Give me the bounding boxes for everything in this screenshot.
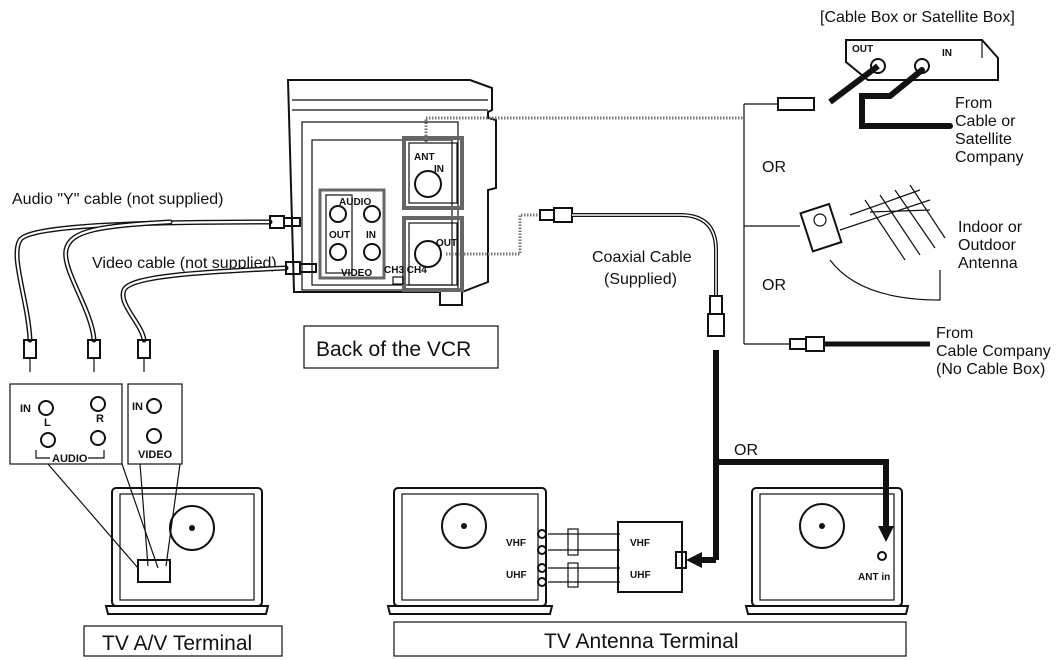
from-cable-sat-line3: Satellite: [955, 131, 1012, 148]
tv-uhf-label: UHF: [506, 570, 527, 581]
splitter-vhf-label: VHF: [630, 538, 650, 549]
cable-company-plug: [789, 336, 930, 352]
from-cable-sat-line4: Company: [955, 149, 1023, 166]
box-out-plug: [777, 97, 815, 111]
tv-antenna-terminal-label: TV Antenna Terminal: [544, 630, 739, 653]
video-cable: [120, 261, 317, 372]
av-l-label: L: [44, 417, 51, 429]
av-video-label: VIDEO: [138, 449, 173, 461]
box-in-label: IN: [942, 48, 952, 59]
splitter-uhf-label: UHF: [630, 570, 651, 581]
vcr-audio-in-jack: [363, 205, 381, 223]
audio-y-cable-label: Audio "Y" cable (not supplied): [12, 191, 223, 208]
or-label-2: OR: [762, 277, 786, 294]
tv-ant-in: ANT in: [744, 487, 910, 615]
ant-out-line: [446, 213, 540, 256]
audio-y-cable: [14, 215, 301, 372]
vcr-out-label: OUT: [329, 230, 350, 241]
av-video-in-label: IN: [132, 401, 143, 413]
vcr-video-in-jack: [363, 243, 381, 261]
or-label-3: OR: [734, 442, 758, 459]
vcr-video-label: VIDEO: [341, 268, 372, 279]
or-label-1: OR: [762, 159, 786, 176]
box-out-jack: [870, 58, 886, 74]
vcr-ant-in-jack: [414, 170, 442, 198]
antenna-line3: Antenna: [958, 255, 1018, 272]
antenna-line1: Indoor or: [958, 219, 1023, 236]
from-cable-sat-line1: From: [955, 95, 992, 112]
cable-box-title: [Cable Box or Satellite Box]: [820, 9, 1015, 26]
from-cable-nobox-line1: From: [936, 325, 973, 342]
tv-av: [104, 487, 270, 615]
box-out-cable: [828, 63, 880, 105]
vcr-in-label: IN: [366, 230, 376, 241]
tv-av-terminal-label: TV A/V Terminal: [102, 632, 252, 655]
tv-video-input-panel: IN VIDEO: [127, 383, 183, 465]
coaxial-cable: [539, 207, 894, 568]
back-of-vcr-label: Back of the VCR: [316, 338, 471, 361]
coaxial-line2: (Supplied): [604, 271, 677, 288]
cable-satellite-box: [Cable Box or Satellite Box] OUT IN: [820, 9, 1015, 81]
satellite-company-cable: [859, 67, 953, 129]
back-of-vcr-caption: Back of the VCR: [303, 325, 499, 369]
antenna: [799, 184, 946, 301]
vcr-ant-out-label: OUT: [436, 238, 457, 249]
vcr-ant-out-jack: [414, 240, 442, 268]
box-out-label: OUT: [852, 44, 873, 55]
coaxial-line1: Coaxial Cable: [592, 249, 692, 266]
from-cable-nobox-line2: Cable Company: [936, 343, 1051, 360]
vcr-video-out-jack: [329, 243, 347, 261]
ant-in-label: ANT in: [858, 572, 890, 583]
vcr-audio-label: AUDIO: [339, 197, 371, 208]
av-in-label: IN: [20, 403, 31, 415]
tv-vhf-label: VHF: [506, 538, 526, 549]
video-cable-label: Video cable (not supplied): [92, 255, 277, 272]
ant-in-jack: [877, 551, 887, 561]
tv-vhf-uhf: VHF UHF: [386, 487, 554, 615]
source-bracket: [743, 103, 800, 345]
av-r-label: R: [96, 413, 104, 425]
from-cable-sat-line2: Cable or: [955, 113, 1016, 130]
ant-in-line: [424, 116, 744, 142]
av-callout-lines: [47, 463, 181, 569]
vcr-audio-out-jack: [329, 205, 347, 223]
vhf-uhf-splitter: VHF UHF: [548, 521, 687, 593]
vcr-ant-in-label: IN: [434, 164, 444, 175]
from-cable-nobox-line3: (No Cable Box): [936, 361, 1045, 378]
ch-switch: [392, 276, 404, 285]
vcr-back-panel: ANT IN OUT AUDIO OUT IN VIDEO CH3 CH4: [286, 79, 497, 306]
antenna-line2: Outdoor: [958, 237, 1016, 254]
tv-audio-input-panel: IN L R AUDIO: [9, 383, 123, 465]
vcr-ant-label: ANT: [414, 152, 435, 163]
av-audio-label: AUDIO: [52, 453, 88, 465]
vcr-ch-label: CH3 CH4: [384, 265, 427, 276]
